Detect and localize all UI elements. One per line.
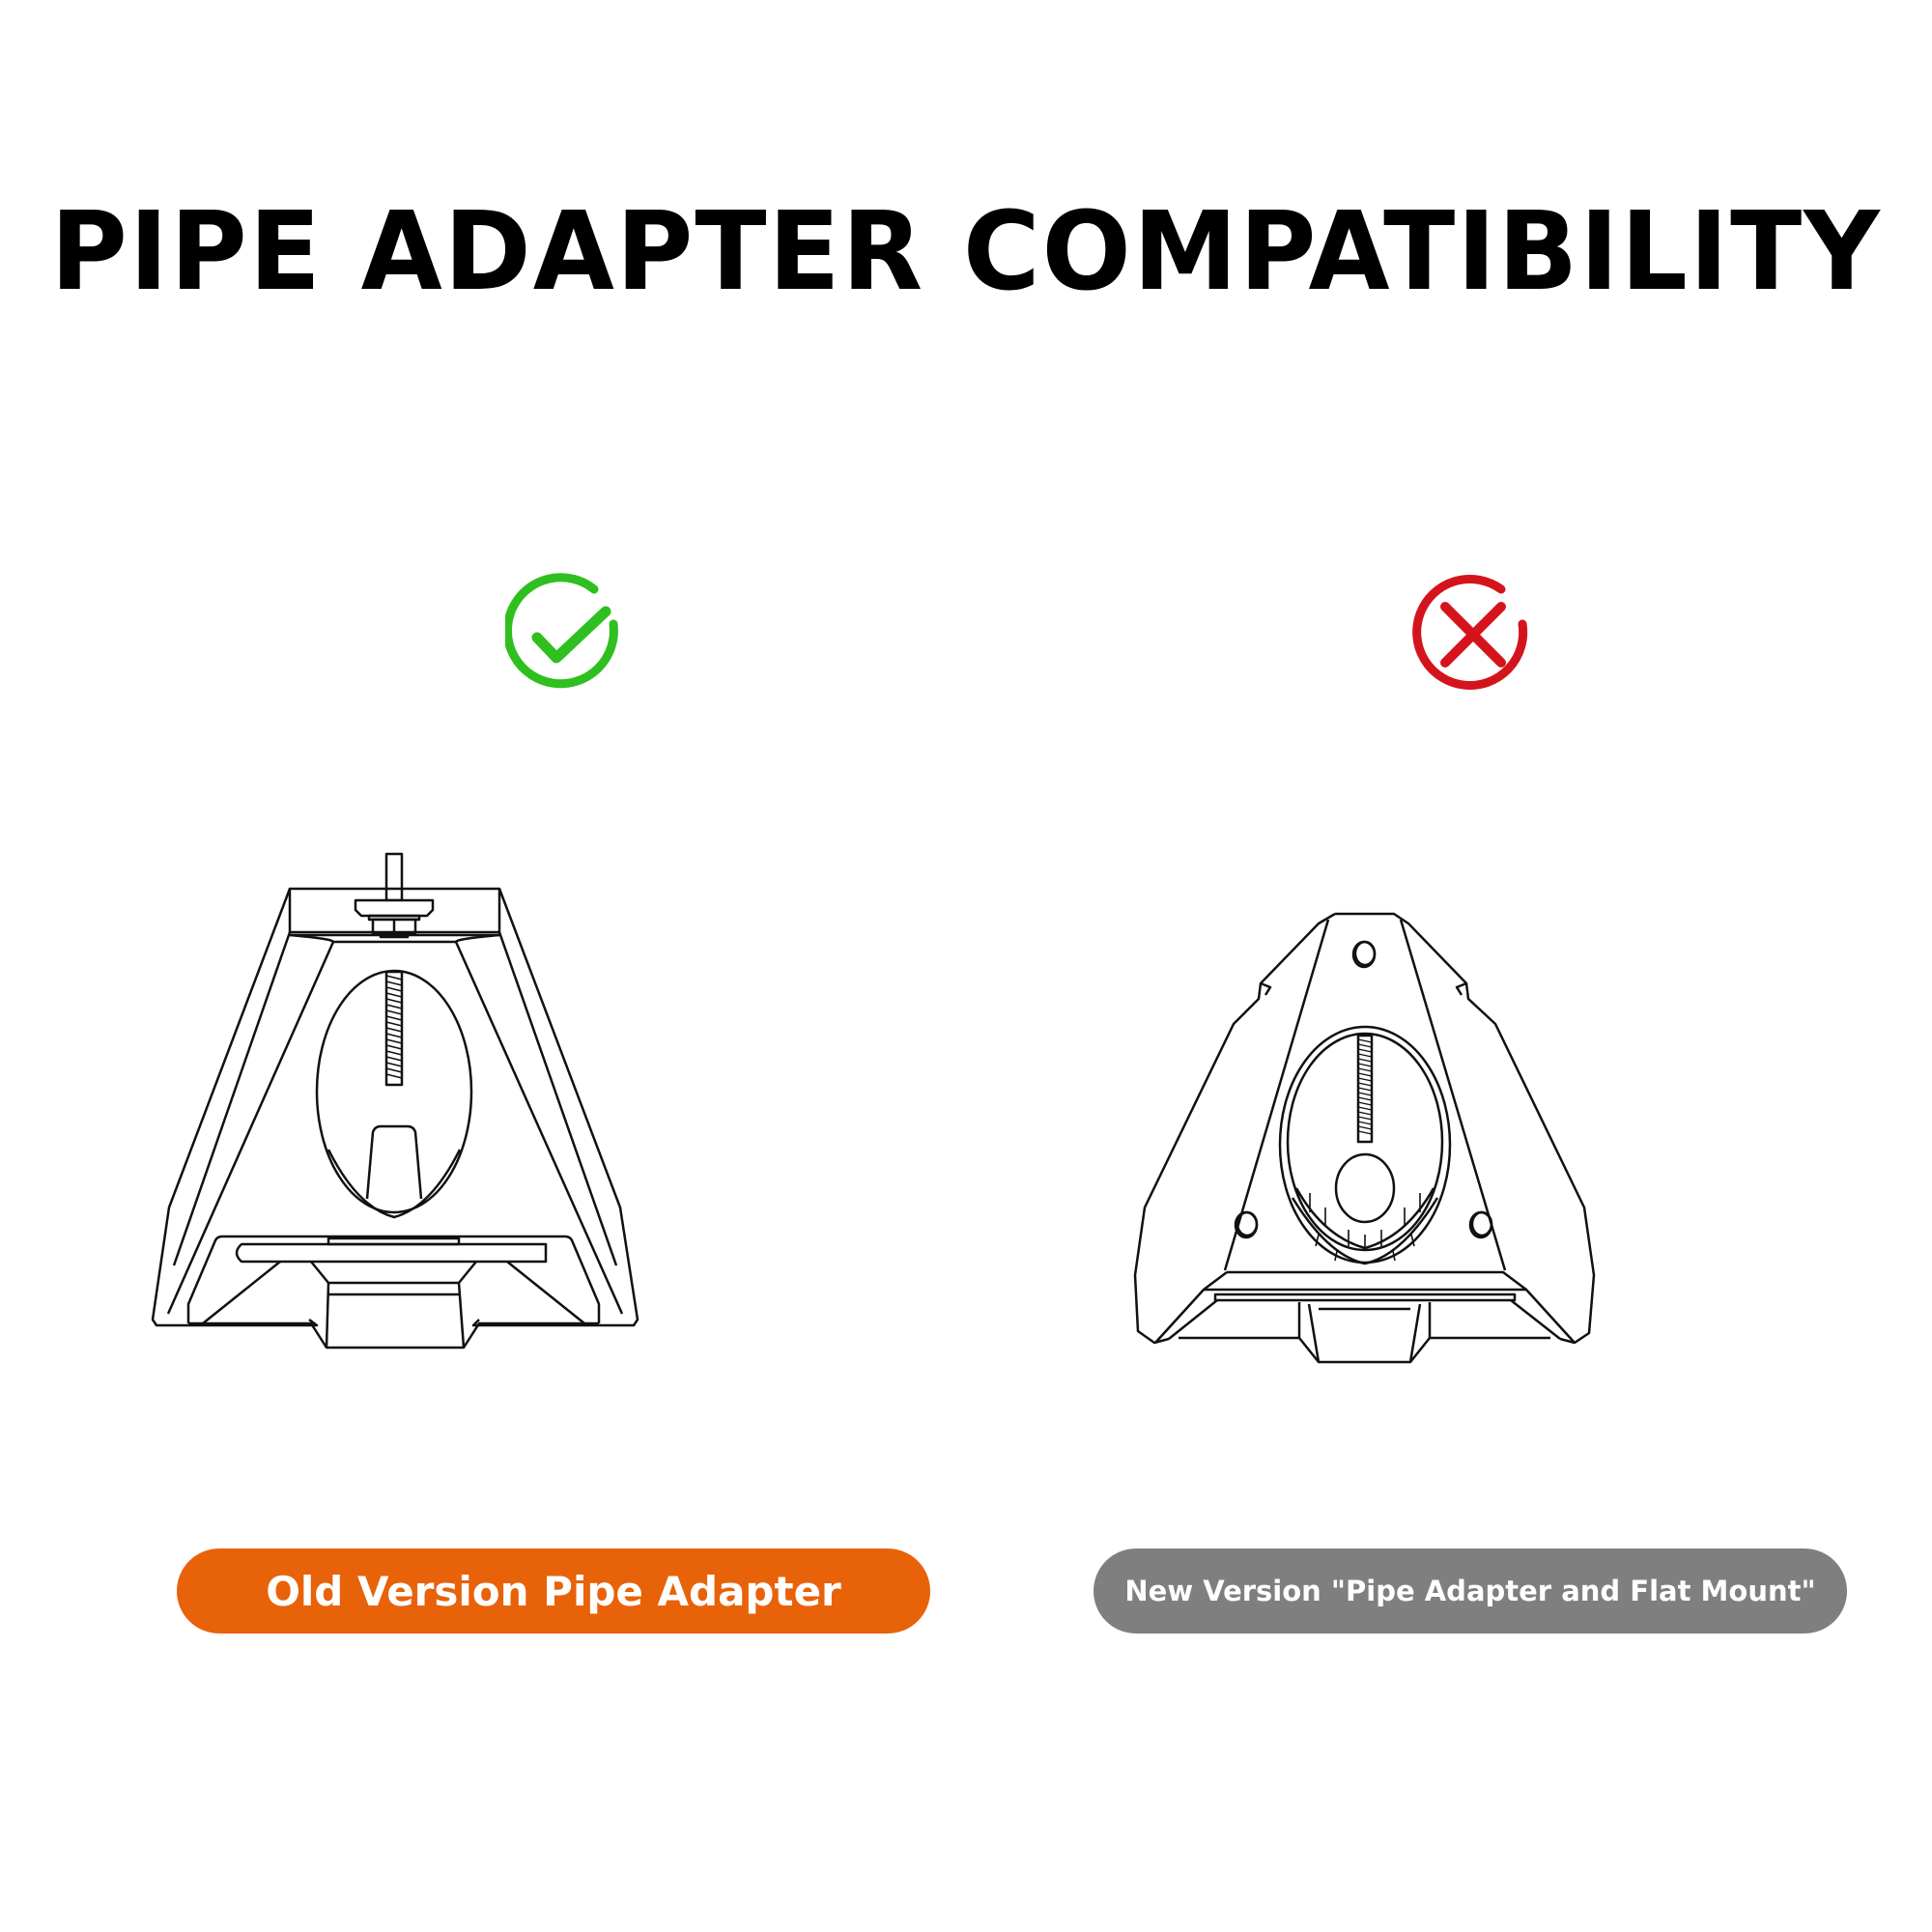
old-version-label: Old Version Pipe Adapter bbox=[177, 1548, 930, 1634]
cross-circle-icon bbox=[1412, 568, 1534, 690]
new-version-label-text: New Version "Pipe Adapter and Flat Mount… bbox=[1124, 1575, 1816, 1607]
page-title: PIPE ADAPTER COMPATIBILITY bbox=[50, 189, 1882, 315]
old-version-label-text: Old Version Pipe Adapter bbox=[266, 1567, 841, 1615]
new-pipe-adapter-flat-mount-drawing bbox=[1121, 898, 1835, 1381]
new-version-label: New Version "Pipe Adapter and Flat Mount… bbox=[1094, 1548, 1847, 1634]
check-circle-icon bbox=[505, 568, 627, 690]
old-pipe-adapter-drawing bbox=[145, 840, 1014, 1381]
